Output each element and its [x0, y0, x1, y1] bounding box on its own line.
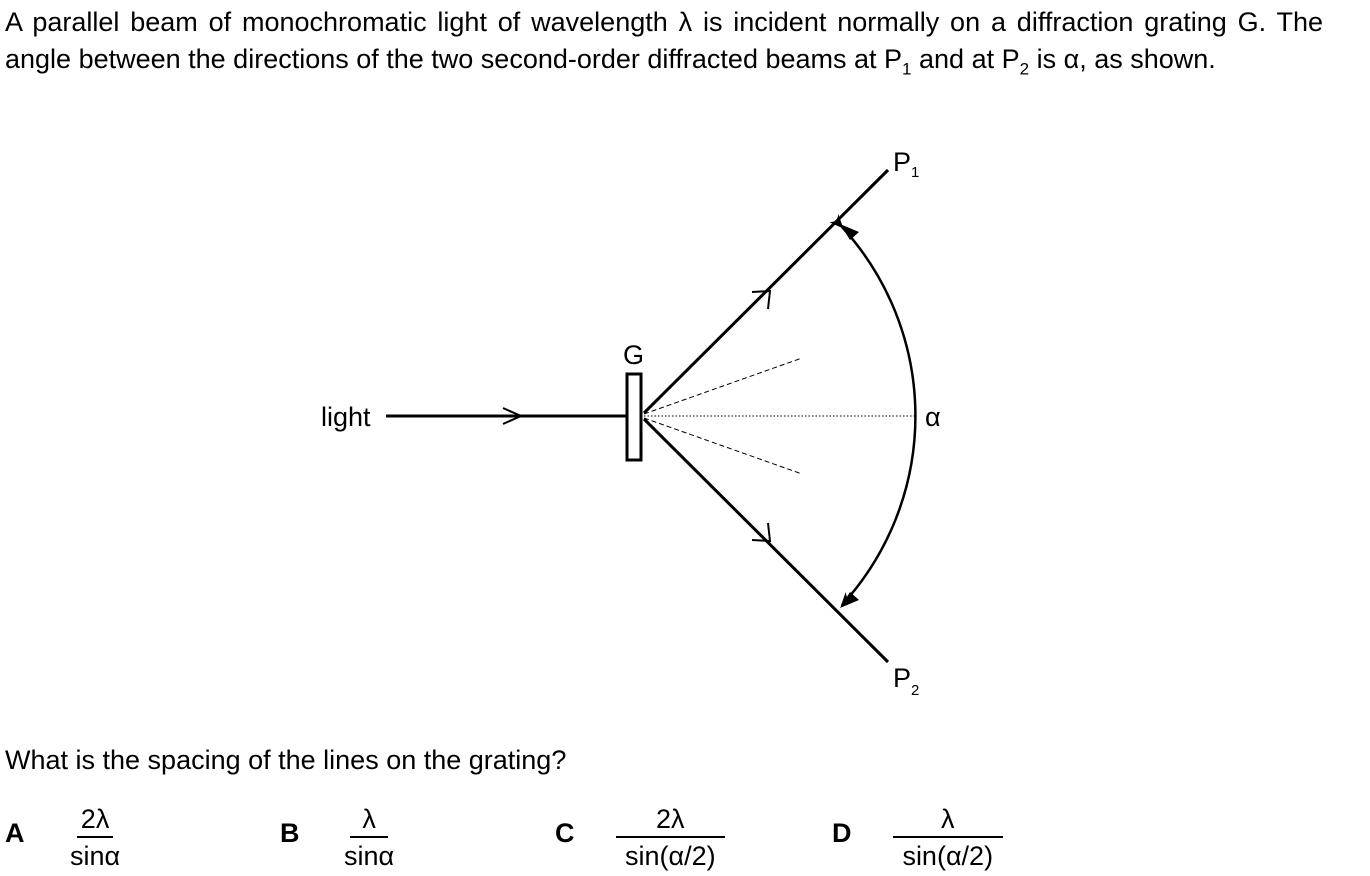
stem-subscript-2: 2 [1019, 59, 1030, 79]
option-c-fraction[interactable]: 2λ sin(α/2) [616, 804, 725, 872]
option-d-fraction[interactable]: λ sin(α/2) [893, 804, 1003, 872]
p1-label-main: P [893, 147, 911, 177]
option-b-denominator: sinα [344, 841, 395, 871]
question-text: What is the spacing of the lines on the … [5, 745, 567, 775]
option-c-numerator: 2λ [616, 804, 725, 838]
stem-subscript-1: 1 [902, 59, 912, 79]
incident-arrowhead [502, 407, 524, 425]
alpha-angle-arc [829, 214, 917, 607]
option-b-letter[interactable]: B [280, 818, 300, 848]
p2-label-sub: 2 [911, 682, 919, 699]
grating-label: G [623, 340, 644, 370]
question-stem: A parallel beam of monochromatic light o… [5, 4, 1323, 78]
stem-text-1: A parallel beam of monochromatic light o… [5, 7, 1323, 74]
option-a-denominator: sinα [70, 841, 121, 871]
option-c-denominator: sin(α/2) [624, 841, 716, 871]
p1-label: P1 [893, 147, 919, 181]
p2-label: P2 [893, 663, 919, 699]
stem-text-2: and at P [911, 44, 1020, 74]
option-a-fraction[interactable]: 2λ sinα [66, 804, 124, 872]
p2-label-main: P [893, 663, 911, 693]
first-order-dashed-upper [643, 357, 803, 415]
option-b-numerator: λ [350, 804, 388, 838]
first-order-dashed-lower [643, 417, 803, 475]
beam-p2-arrowhead [751, 522, 772, 543]
option-c-letter[interactable]: C [555, 818, 575, 848]
stem-text-3: is α, as shown. [1029, 44, 1216, 74]
option-d-denominator: sin(α/2) [902, 841, 994, 871]
p1-label-sub: 1 [911, 164, 919, 181]
alpha-label: α [925, 402, 941, 432]
light-label: light [321, 402, 371, 432]
grating-rectangle [625, 372, 643, 462]
option-d-letter[interactable]: D [832, 818, 852, 848]
option-b-fraction[interactable]: λ sinα [340, 804, 398, 872]
alpha-arrowhead-top [840, 224, 859, 240]
alpha-arrowhead-bottom [840, 592, 859, 608]
beam-p1-arrowhead [751, 289, 772, 310]
option-a-numerator: 2λ [76, 804, 114, 838]
option-d-numerator: λ [893, 804, 1003, 838]
option-a-letter[interactable]: A [5, 818, 25, 848]
